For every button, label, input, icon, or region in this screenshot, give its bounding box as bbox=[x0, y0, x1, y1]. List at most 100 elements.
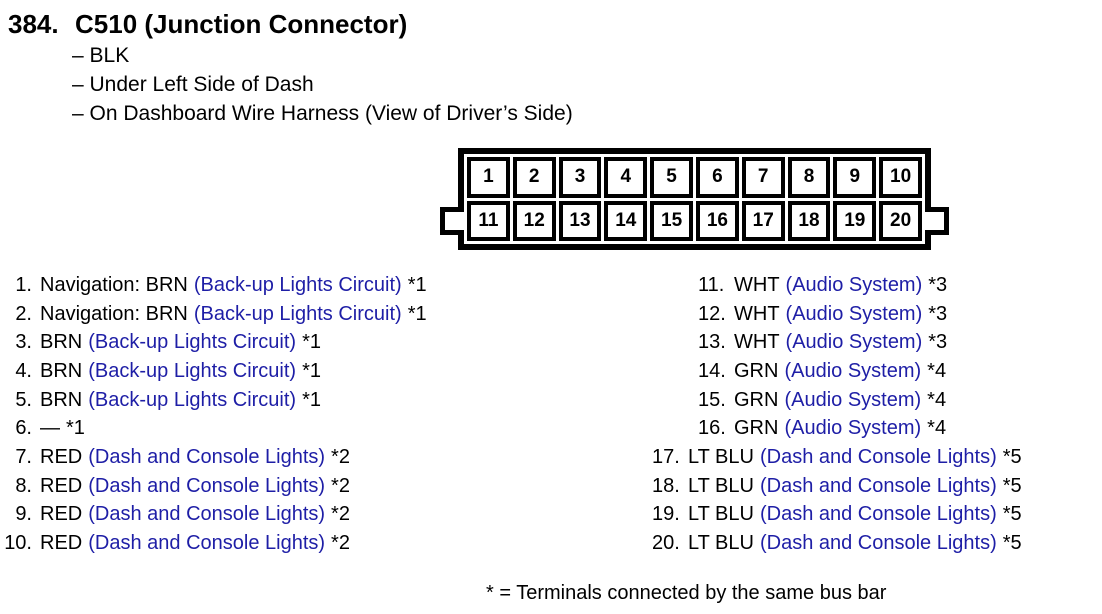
pin-row: 12.WHT(Audio System)*3 bbox=[652, 300, 1022, 329]
pin-circuit: (Back-up Lights Circuit) bbox=[88, 388, 297, 411]
detail-harness: – On Dashboard Wire Harness (View of Dri… bbox=[72, 102, 573, 125]
pin-cell: 15 bbox=[650, 200, 693, 241]
pin-cell: 2 bbox=[512, 157, 556, 198]
pin-circuit: (Dash and Console Lights) bbox=[759, 503, 997, 526]
pin-description: LT BLU(Dash and Console Lights)*5 bbox=[688, 475, 1022, 498]
pin-wire-color: LT BLU bbox=[688, 474, 754, 497]
pin-busbar-note: *1 bbox=[66, 417, 85, 440]
pin-busbar-note: *1 bbox=[407, 302, 427, 325]
pin-description: GRN(Audio System)*4 bbox=[734, 360, 946, 383]
pin-busbar-note: *4 bbox=[927, 417, 947, 440]
pin-row: 18.LT BLU(Dash and Console Lights)*5 bbox=[652, 472, 1022, 501]
pin-cell: 13 bbox=[558, 200, 602, 241]
pin-wire-color: RED bbox=[40, 532, 83, 555]
connector-title: C510 (Junction Connector) bbox=[75, 9, 408, 39]
pin-busbar-note: *2 bbox=[331, 474, 350, 497]
pin-row: 2.Navigation: BRN(Back-up Lights Circuit… bbox=[1, 300, 427, 329]
pin-busbar-note: *4 bbox=[927, 359, 947, 382]
pin-description: GRN(Audio System)*4 bbox=[734, 389, 946, 412]
pin-row: 5.BRN(Back-up Lights Circuit)*1 bbox=[1, 386, 427, 415]
pin-cell: 19 bbox=[833, 200, 877, 241]
pin-number: 3. bbox=[15, 331, 32, 354]
detail-color: – BLK bbox=[72, 44, 130, 67]
pin-busbar-note: *1 bbox=[302, 388, 321, 411]
pin-description: Navigation: BRN(Back-up Lights Circuit)*… bbox=[40, 303, 427, 326]
pin-circuit: (Audio System) bbox=[785, 331, 923, 354]
pin-number: 11. bbox=[698, 273, 725, 296]
pin-list-left: 1.Navigation: BRN(Back-up Lights Circuit… bbox=[1, 271, 427, 558]
pin-circuit: (Audio System) bbox=[785, 273, 923, 296]
connector-pin-grid: 1 2 3 4 5 6 7 8 9 10 11 12 13 14 15 16 1… bbox=[464, 154, 925, 244]
pin-wire-color: LT BLU bbox=[688, 445, 754, 468]
pin-cell: 1 bbox=[467, 157, 510, 198]
pin-row: 7.RED(Dash and Console Lights)*2 bbox=[1, 443, 427, 472]
connector-details: – BLK – Under Left Side of Dash – On Das… bbox=[72, 41, 573, 128]
pin-number: 19. bbox=[652, 503, 680, 526]
connector-diagram: 1 2 3 4 5 6 7 8 9 10 11 12 13 14 15 16 1… bbox=[440, 148, 949, 250]
pin-cell: 17 bbox=[741, 200, 785, 241]
pin-description: LT BLU(Dash and Console Lights)*5 bbox=[688, 532, 1022, 555]
pin-circuit: (Back-up Lights Circuit) bbox=[88, 359, 297, 382]
pin-wire-color: WHT bbox=[734, 331, 780, 354]
pin-number: 10. bbox=[4, 532, 32, 555]
pin-cell: 16 bbox=[695, 200, 739, 241]
pin-description: LT BLU(Dash and Console Lights)*5 bbox=[688, 446, 1022, 469]
pin-busbar-note: *1 bbox=[302, 331, 321, 354]
pin-number: 17. bbox=[652, 445, 680, 468]
pin-row: 14.GRN(Audio System)*4 bbox=[652, 357, 1022, 386]
pin-wire-color: BRN bbox=[40, 359, 83, 382]
pin-number: 9. bbox=[15, 503, 32, 526]
pin-busbar-note: *3 bbox=[928, 331, 948, 354]
pin-circuit: (Audio System) bbox=[784, 417, 922, 440]
pin-description: WHT(Audio System)*3 bbox=[734, 274, 947, 297]
pin-number: 5. bbox=[15, 388, 32, 411]
pin-busbar-note: *1 bbox=[407, 273, 427, 296]
page-title: 384.C510 (Junction Connector) bbox=[8, 10, 407, 39]
pin-cell: 7 bbox=[741, 157, 785, 198]
pin-number: 6. bbox=[15, 417, 32, 440]
pin-wire-color: RED bbox=[40, 445, 83, 468]
pin-description: BRN(Back-up Lights Circuit)*1 bbox=[40, 360, 321, 383]
pin-circuit: (Dash and Console Lights) bbox=[759, 445, 997, 468]
pin-wire-color: — bbox=[40, 417, 60, 440]
connector-left-tab bbox=[440, 207, 464, 235]
pin-circuit: (Back-up Lights Circuit) bbox=[193, 302, 402, 325]
pin-description: — *1 bbox=[40, 417, 85, 440]
pin-row: 9. RED(Dash and Console Lights)*2 bbox=[1, 501, 427, 530]
pin-circuit: (Audio System) bbox=[784, 388, 922, 411]
pin-wire-color: Navigation: BRN bbox=[40, 302, 188, 325]
pin-circuit: (Dash and Console Lights) bbox=[88, 532, 326, 555]
pin-description: WHT(Audio System)*3 bbox=[734, 303, 947, 326]
pin-wire-color: WHT bbox=[734, 273, 780, 296]
pin-description: RED(Dash and Console Lights)*2 bbox=[40, 503, 350, 526]
pin-circuit: (Dash and Console Lights) bbox=[759, 474, 997, 497]
pin-wire-color: LT BLU bbox=[688, 503, 754, 526]
pin-number: 13. bbox=[698, 331, 726, 354]
pin-cell: 8 bbox=[787, 157, 831, 198]
pin-wire-color: BRN bbox=[40, 331, 83, 354]
pin-cell: 10 bbox=[879, 157, 922, 198]
pin-row: 10. RED(Dash and Console Lights)*2 bbox=[1, 529, 427, 558]
pin-description: BRN(Back-up Lights Circuit)*1 bbox=[40, 331, 321, 354]
pin-busbar-note: *5 bbox=[1002, 503, 1022, 526]
pin-busbar-note: *2 bbox=[331, 503, 350, 526]
pin-row: 1.Navigation: BRN(Back-up Lights Circuit… bbox=[1, 271, 427, 300]
pin-row: 17. LT BLU(Dash and Console Lights)*5 bbox=[652, 443, 1022, 472]
pin-description: RED(Dash and Console Lights)*2 bbox=[40, 475, 350, 498]
pin-number: 1. bbox=[15, 273, 32, 296]
pin-busbar-note: *5 bbox=[1002, 532, 1022, 555]
pin-wire-color: RED bbox=[40, 503, 83, 526]
pin-wire-color: Navigation: BRN bbox=[40, 273, 188, 296]
pin-row: 6. — *1 bbox=[1, 414, 427, 443]
pin-cell: 12 bbox=[512, 200, 556, 241]
pin-number: 15. bbox=[698, 388, 726, 411]
pin-wire-color: WHT bbox=[734, 302, 780, 325]
pin-description: RED(Dash and Console Lights)*2 bbox=[40, 446, 350, 469]
pin-busbar-note: *2 bbox=[331, 532, 350, 555]
pin-busbar-note: *5 bbox=[1002, 445, 1022, 468]
pin-circuit: (Dash and Console Lights) bbox=[88, 474, 326, 497]
pin-wire-color: GRN bbox=[734, 359, 779, 382]
pin-cell: 6 bbox=[695, 157, 739, 198]
pin-circuit: (Audio System) bbox=[784, 359, 922, 382]
pin-description: WHT(Audio System)*3 bbox=[734, 331, 947, 354]
